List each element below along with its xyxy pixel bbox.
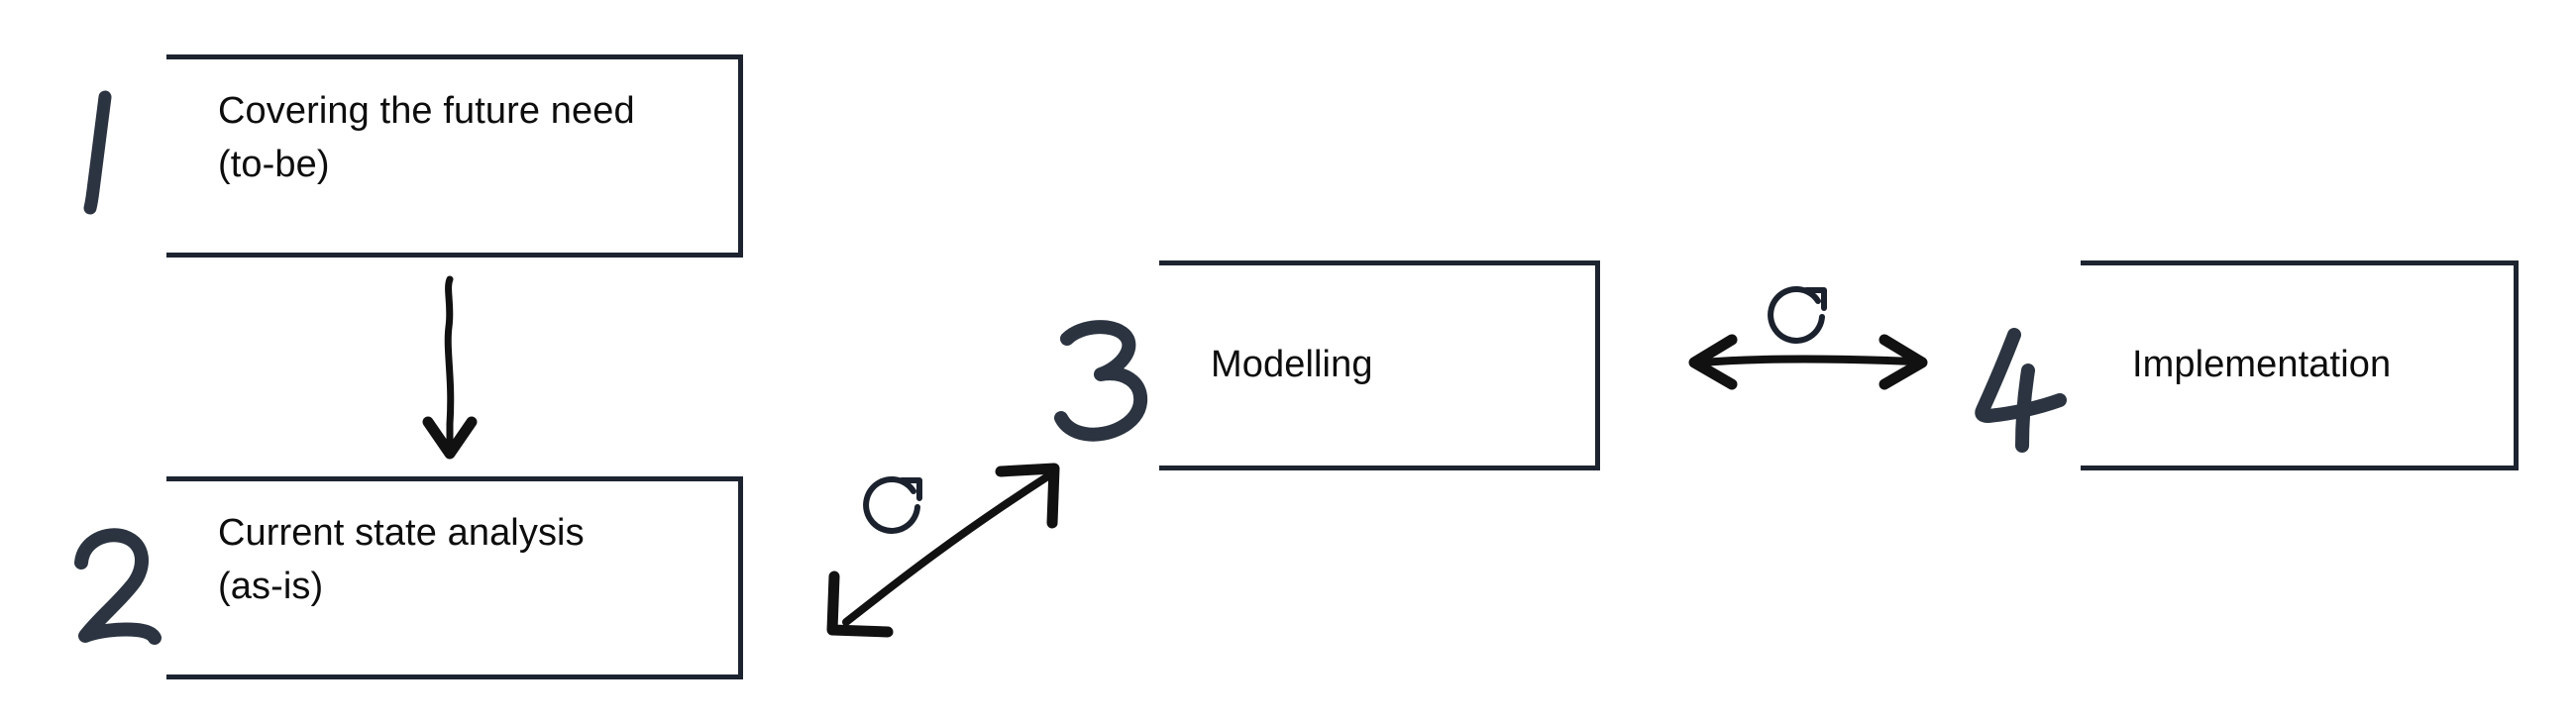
process-box-label-1: Covering the future need (to-be) xyxy=(218,90,635,185)
step-number-1 xyxy=(71,87,180,216)
process-box-modelling[interactable]: Modelling xyxy=(1159,260,1600,470)
step-number-2 xyxy=(55,525,184,654)
process-box-implementation[interactable]: Implementation xyxy=(2081,260,2519,470)
process-box-current-state-analysis[interactable]: Current state analysis (as-is) xyxy=(166,476,743,679)
process-box-label-2: Current state analysis (as-is) xyxy=(218,512,585,607)
step-number-4 xyxy=(1967,327,2095,456)
process-box-label-4: Implementation xyxy=(2132,344,2392,386)
process-box-covering-the-future-need[interactable]: Covering the future need (to-be) xyxy=(166,54,743,258)
process-box-label-3: Modelling xyxy=(1211,344,1373,386)
refresh-cycle-icon-modelling xyxy=(858,467,933,543)
step-number-3 xyxy=(1045,319,1174,448)
arrow-step2-to-step3 xyxy=(822,463,1080,644)
refresh-cycle-icon-implementation xyxy=(1763,277,1838,353)
arrow-step1-to-step2 xyxy=(406,275,495,473)
arrow-step3-to-step4 xyxy=(1684,332,1932,391)
